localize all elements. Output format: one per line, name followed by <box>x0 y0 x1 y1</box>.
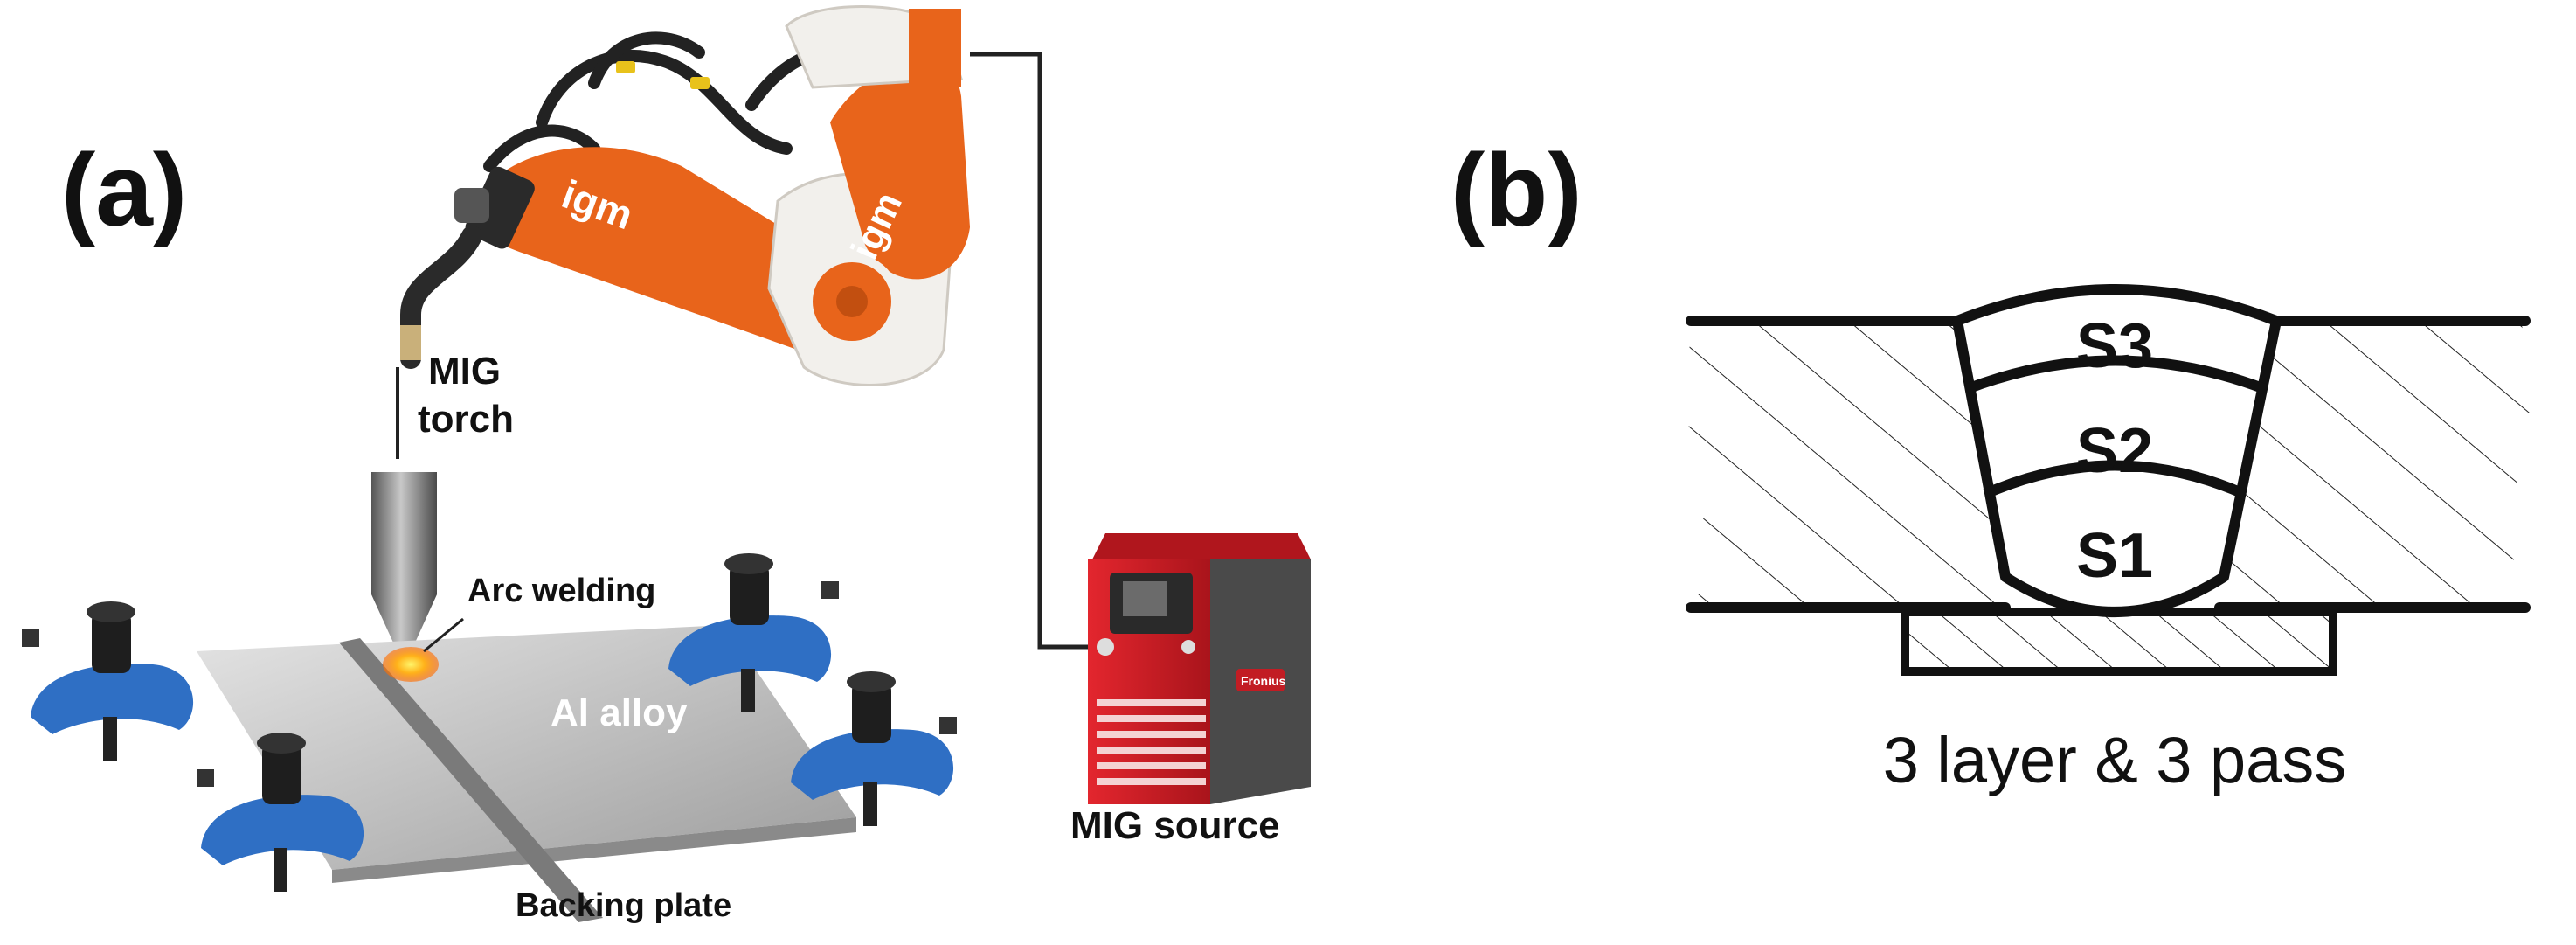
robot-wrist <box>400 166 535 369</box>
torch-label-line2: torch <box>418 398 514 441</box>
pass-boundary-s3-s2 <box>1964 355 2268 394</box>
robot-to-source-cable <box>970 52 1097 650</box>
al-alloy-label: Al alloy <box>551 691 688 734</box>
panel-b-label: (b) <box>1451 133 1582 248</box>
base-plate-left <box>1686 321 2005 608</box>
weld-caption: 3 layer & 3 pass <box>1883 724 2347 796</box>
clamp-rear-right <box>668 553 839 712</box>
base-plate-right <box>2219 321 2530 608</box>
torch-label-line1: MIG <box>428 350 502 393</box>
mig-source-machine: Fronius <box>1088 533 1311 804</box>
pass-label-s2: S2 <box>2076 416 2153 486</box>
backing-plate-label: Backing plate <box>516 887 732 924</box>
source-brand-text: Fronius <box>1241 674 1286 688</box>
backing-plate <box>339 638 603 922</box>
clamp-right <box>791 671 957 826</box>
al-alloy-plate <box>197 625 856 870</box>
pass-boundary-s2-s1 <box>1983 460 2247 499</box>
panel-a-label: (a) <box>61 133 188 248</box>
robot-forearm <box>830 61 970 280</box>
weld-cross-section: S3 S2 S1 3 layer & 3 pass <box>1686 284 2531 796</box>
arc-spot <box>383 647 439 682</box>
clamp-front-middle <box>197 733 364 892</box>
arc-leader-line <box>423 617 464 653</box>
panel-a-illustration: igm igm Al alloy <box>22 5 1311 922</box>
mig-torch <box>371 472 437 643</box>
pass-label-s3: S3 <box>2076 311 2153 381</box>
robot-cable-accents <box>616 61 710 89</box>
backing-plate-section <box>1901 608 2337 676</box>
robot-upper-arm <box>471 147 861 358</box>
clamp-front-left <box>22 601 194 761</box>
pass-label-s1: S1 <box>2076 521 2153 591</box>
arc-welding-label: Arc welding <box>467 573 656 609</box>
mig-source-label: MIG source <box>1070 804 1280 847</box>
